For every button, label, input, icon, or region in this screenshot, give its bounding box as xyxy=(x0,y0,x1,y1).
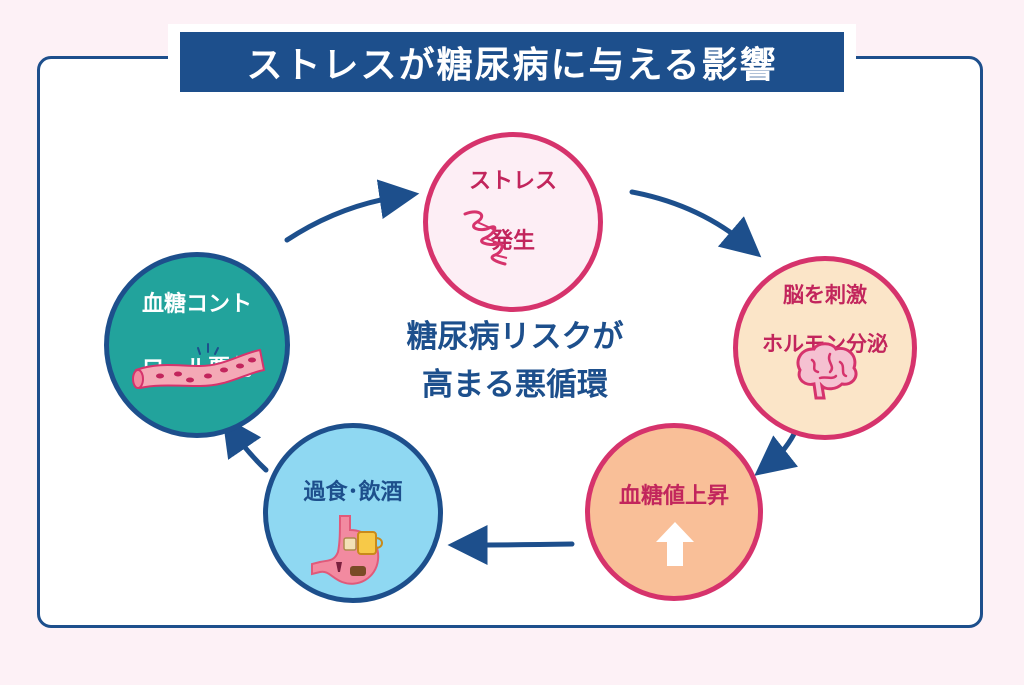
brain-icon xyxy=(796,342,858,400)
node-control: 血糖コント ロール悪化 xyxy=(104,252,290,438)
up-arrow-icon xyxy=(656,522,694,566)
node-stress: ストレス 発生 xyxy=(423,132,603,312)
node-stress-line2: 発生 xyxy=(490,229,535,254)
page-title: ストレスが糖尿病に与える影響 xyxy=(180,32,844,92)
node-control-line1: 血糖コント xyxy=(141,292,252,317)
node-stress-line1: ストレス xyxy=(468,169,557,194)
node-glucose-line1: 血糖値上昇 xyxy=(618,484,729,509)
arrow-control-to-stress xyxy=(284,179,420,243)
arrow-glucose-to-eating xyxy=(447,524,575,565)
blood-vessel-icon xyxy=(132,343,266,390)
stress-spiral-icon xyxy=(463,210,508,266)
center-caption-line2: 高まる悪循環 xyxy=(422,367,608,403)
center-caption-line1: 糖尿病リスクが xyxy=(406,319,624,355)
node-eating-line1: 過食･飲酒 xyxy=(303,480,403,505)
node-brain-line1: 脳を刺激 xyxy=(783,283,867,307)
arrow-eating-to-control xyxy=(222,415,269,473)
arrow-stress-to-brain xyxy=(629,189,762,258)
center-caption: 糖尿病リスクが 高まる悪循環 xyxy=(370,313,660,409)
stomach-icon xyxy=(311,515,383,585)
node-glucose: 血糖値上昇 xyxy=(585,423,763,601)
